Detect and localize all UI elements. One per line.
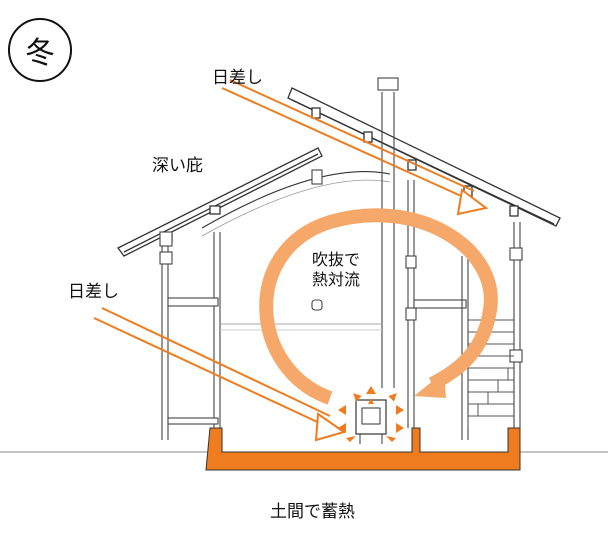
deep-eaves-label: 深い庇 [152, 156, 203, 176]
convection-arrowhead [414, 372, 446, 398]
ceiling-arc [201, 171, 391, 229]
sunlight-arrow-lower [93, 307, 347, 442]
sunlight-label-upper: 日差し [212, 68, 263, 88]
stove-heat-arrows [338, 386, 404, 442]
atrium-label-line1: 吹抜で [312, 250, 361, 269]
left-roof [117, 147, 323, 257]
wood-stove [355, 399, 387, 444]
sunlight-label-lower: 日差し [68, 282, 119, 302]
convection-arrow [259, 208, 498, 405]
earthen-floor-slab [205, 427, 521, 471]
earthen-floor-label: 土間で蓄熱 [270, 502, 355, 522]
atrium-convection-label: 吹抜で 熱対流 [312, 250, 360, 290]
season-badge: 冬 [8, 18, 72, 82]
atrium-label-line2: 熱対流 [312, 270, 361, 289]
sunlight-arrow-upper [221, 79, 489, 216]
right-roof [287, 87, 561, 227]
